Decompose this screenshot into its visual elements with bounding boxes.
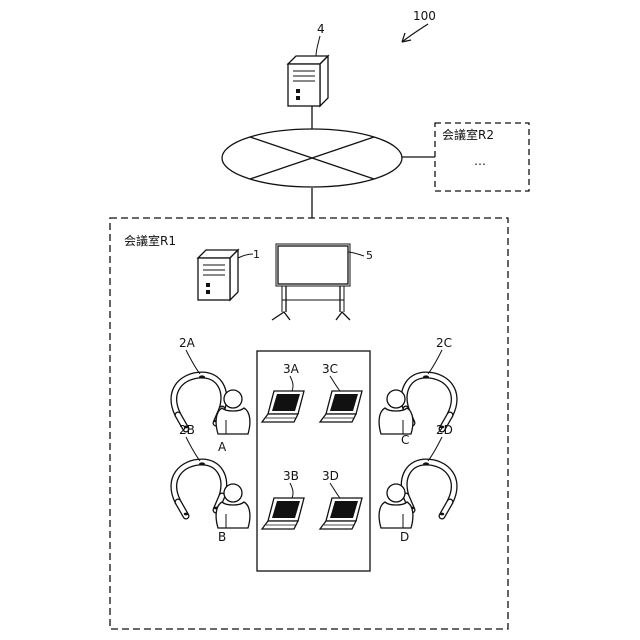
label-laptop-3d: 3D bbox=[322, 469, 339, 483]
laptop-3b bbox=[262, 498, 304, 529]
network-ellipse bbox=[222, 129, 402, 187]
server-top bbox=[288, 56, 328, 106]
label-room-r2-ellipsis: … bbox=[474, 154, 486, 168]
label-display-5: 5 bbox=[366, 249, 373, 263]
label-system-100: 100 bbox=[413, 9, 436, 23]
label-neckband-2d: 2D bbox=[436, 423, 453, 437]
label-neckband-2c: 2C bbox=[436, 336, 452, 350]
laptop-3a bbox=[262, 391, 304, 422]
neckband-2b bbox=[174, 462, 224, 516]
label-laptop-3b: 3B bbox=[283, 469, 299, 483]
leader-server-top bbox=[316, 36, 320, 56]
label-laptop-3c: 3C bbox=[322, 362, 338, 376]
display-board bbox=[272, 244, 350, 320]
laptop-3d bbox=[320, 498, 362, 529]
label-room-r1: 会議室R1 bbox=[124, 234, 176, 248]
label-person-b: B bbox=[218, 530, 226, 544]
laptop-3c bbox=[320, 391, 362, 422]
meeting-table bbox=[257, 351, 370, 571]
label-room-r2: 会議室R2 bbox=[442, 128, 494, 142]
reference-arrow bbox=[402, 24, 428, 42]
label-person-c: C bbox=[401, 433, 409, 447]
person-c bbox=[379, 390, 413, 434]
label-server-4: 4 bbox=[317, 22, 325, 36]
label-server-1: 1 bbox=[253, 248, 260, 262]
label-neckband-2b: 2B bbox=[179, 423, 195, 437]
label-laptop-3a: 3A bbox=[283, 362, 299, 376]
leader-server-local bbox=[238, 254, 253, 258]
label-person-d: D bbox=[400, 530, 409, 544]
server-local bbox=[198, 250, 238, 300]
label-person-a: A bbox=[218, 440, 226, 454]
label-neckband-2a: 2A bbox=[179, 336, 195, 350]
